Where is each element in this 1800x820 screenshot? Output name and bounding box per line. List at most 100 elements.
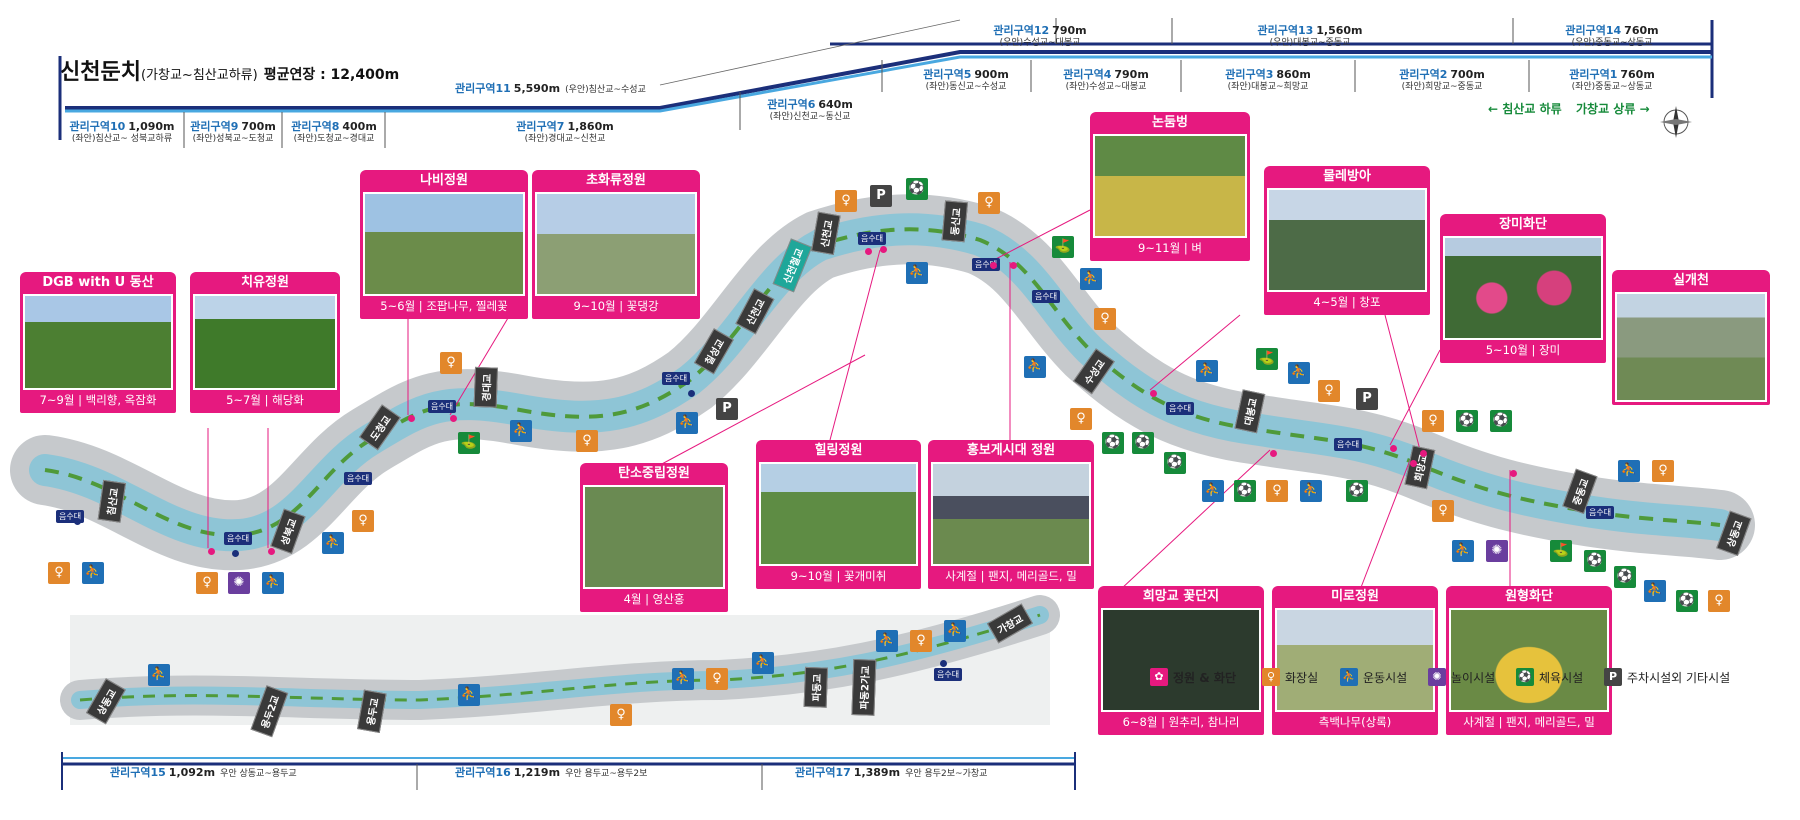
garden-card-jangmi[interactable]: 장미화단 5~10월 | 장미 [1440, 214, 1606, 363]
garden-card-chiyu[interactable]: 치유정원 5~7월 | 해당화 [190, 272, 340, 413]
title-sub: (가창교~침산교하류) [140, 68, 258, 83]
garden-card-wonhyung[interactable]: 원형화단 사계절 | 팬지, 메리골드, 밀 [1446, 586, 1612, 735]
sport-icon[interactable]: ⛹ [1024, 356, 1046, 378]
gym-icon[interactable]: ⚽ [1102, 432, 1124, 454]
sport-icon[interactable]: ⛹ [1202, 480, 1224, 502]
toilet-icon[interactable]: ♀ [1266, 480, 1288, 502]
gym-icon[interactable]: ⚽ [1490, 410, 1512, 432]
marker-dot [865, 248, 872, 255]
gym-icon[interactable]: ⛳ [458, 432, 480, 454]
toilet-icon[interactable]: ♀ [610, 704, 632, 726]
garden-photo [535, 192, 697, 296]
sport-icon[interactable]: ⛹ [510, 420, 532, 442]
map-title: 신천둔치(가창교~침산교하류)평균연장 : 12,400m [60, 54, 399, 86]
garden-title: 미로정원 [1331, 589, 1379, 604]
parking-icon[interactable]: P [1356, 388, 1378, 410]
garden-card-hongbo[interactable]: 홍보게시대 정원 사계절 | 팬지, 메리골드, 밀 [928, 440, 1094, 589]
toilet-icon[interactable]: ♀ [48, 562, 70, 584]
legend-sport: ⛹운동시설 [1340, 668, 1407, 686]
sport-icon[interactable]: ⛹ [1452, 540, 1474, 562]
toilet-icon[interactable]: ♀ [576, 430, 598, 452]
toilet-icon[interactable]: ♀ [1094, 308, 1116, 330]
gym-icon[interactable]: ⚽ [1584, 550, 1606, 572]
play-icon[interactable]: ✺ [228, 572, 250, 594]
sport-icon[interactable]: ⛹ [876, 630, 898, 652]
marker-dot [1510, 470, 1517, 477]
gym-icon[interactable]: ⛳ [1256, 348, 1278, 370]
gym-icon[interactable]: ⚽ [1132, 432, 1154, 454]
toilet-icon[interactable]: ♀ [835, 190, 857, 212]
garden-card-nabi[interactable]: 나비정원 5~6월 | 조팝나무, 찔레꽃 [360, 170, 528, 319]
sport-icon[interactable]: ⛹ [906, 262, 928, 284]
gym-icon[interactable]: ⚽ [1676, 590, 1698, 612]
sport-icon[interactable]: ⛹ [944, 620, 966, 642]
marker-dot [408, 415, 415, 422]
toilet-icon[interactable]: ♀ [1432, 500, 1454, 522]
toilet-icon[interactable]: ♀ [978, 192, 1000, 214]
toilet-icon[interactable]: ♀ [1070, 408, 1092, 430]
marker-dot [208, 548, 215, 555]
toilet-icon[interactable]: ♀ [1652, 460, 1674, 482]
water-label: 음수대 [1334, 438, 1363, 451]
gym-icon[interactable]: ⚽ [1614, 566, 1636, 588]
garden-card-huimang[interactable]: 희망교 꽃단지 6~8월 | 원추리, 참나리 [1098, 586, 1264, 735]
garden-card-mulle[interactable]: 물레방아 4~5월 | 창포 [1264, 166, 1430, 315]
play-icon: ✺ [1428, 668, 1446, 686]
marker-dot [880, 246, 887, 253]
sport-icon[interactable]: ⛹ [1080, 268, 1102, 290]
toilet-icon[interactable]: ♀ [706, 668, 728, 690]
garden-card-nondung[interactable]: 논둠벙 9~11월 | 벼 [1090, 112, 1250, 261]
gym-icon[interactable]: ⛳ [1550, 540, 1572, 562]
garden-card-tanso[interactable]: 탄소중립정원 4월 | 영산홍 [580, 463, 728, 612]
toilet-icon[interactable]: ♀ [352, 510, 374, 532]
toilet-icon: ♀ [1262, 668, 1280, 686]
garden-photo [583, 485, 725, 589]
toilet-icon[interactable]: ♀ [1318, 380, 1340, 402]
toilet-icon[interactable]: ♀ [440, 352, 462, 374]
sport-icon: ⛹ [1340, 668, 1358, 686]
gym-icon[interactable]: ⚽ [906, 178, 928, 200]
sport-icon[interactable]: ⛹ [148, 664, 170, 686]
sport-icon[interactable]: ⛹ [458, 684, 480, 706]
sport-icon[interactable]: ⛹ [672, 668, 694, 690]
marker-dot [1410, 460, 1417, 467]
marker-dot [1150, 390, 1157, 397]
garden-card-healing[interactable]: 힐링정원 9~10월 | 꽃개미취 [756, 440, 921, 589]
sport-icon[interactable]: ⛹ [322, 532, 344, 554]
garden-title: 탄소중립정원 [618, 466, 690, 481]
garden-card-miro[interactable]: 미로정원 측백나무(상록) [1272, 586, 1438, 735]
sport-icon[interactable]: ⛹ [1644, 580, 1666, 602]
toilet-icon[interactable]: ♀ [1422, 410, 1444, 432]
gym-icon[interactable]: ⚽ [1164, 452, 1186, 474]
sport-icon[interactable]: ⛹ [1196, 360, 1218, 382]
garden-title: 초화류정원 [586, 173, 646, 188]
garden-card-silgae[interactable]: 실개천 [1612, 270, 1770, 405]
garden-caption: 7~9월 | 백리향, 옥잠화 [39, 393, 157, 407]
garden-card-dgb[interactable]: DGB with U 동산 7~9월 | 백리향, 옥잠화 [20, 272, 176, 413]
gym-icon[interactable]: ⚽ [1456, 410, 1478, 432]
gym-icon[interactable]: ⚽ [1234, 480, 1256, 502]
toilet-icon[interactable]: ♀ [1708, 590, 1730, 612]
gym-icon[interactable]: ⛳ [1052, 236, 1074, 258]
garden-card-chohwa[interactable]: 초화류정원 9~10월 | 꽃댕강 [532, 170, 700, 319]
toilet-icon[interactable]: ♀ [196, 572, 218, 594]
sport-icon[interactable]: ⛹ [82, 562, 104, 584]
title-main: 신천둔치 [60, 60, 141, 85]
garden-photo [1449, 608, 1609, 712]
sport-icon[interactable]: ⛹ [1300, 480, 1322, 502]
sport-icon[interactable]: ⛹ [1618, 460, 1640, 482]
toilet-icon[interactable]: ♀ [910, 630, 932, 652]
marker-dot [74, 518, 81, 525]
sport-icon[interactable]: ⛹ [676, 412, 698, 434]
play-icon[interactable]: ✺ [1486, 540, 1508, 562]
sport-icon[interactable]: ⛹ [262, 572, 284, 594]
parking-icon[interactable]: P [870, 185, 892, 207]
sport-icon[interactable]: ⛹ [1288, 362, 1310, 384]
gym-icon[interactable]: ⚽ [1346, 480, 1368, 502]
parking-icon[interactable]: P [716, 398, 738, 420]
sport-icon[interactable]: ⛹ [752, 652, 774, 674]
